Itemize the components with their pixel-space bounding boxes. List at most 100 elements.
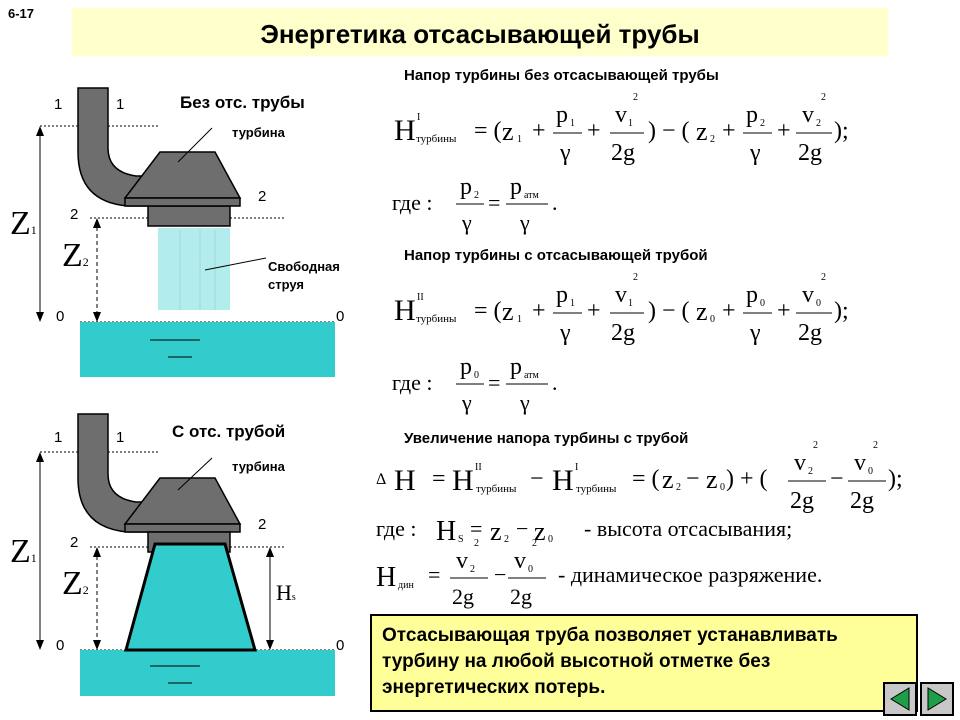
svg-text:−: − xyxy=(494,562,506,587)
jet-leader xyxy=(204,257,267,271)
title-banner xyxy=(72,8,888,56)
svg-text:γ: γ xyxy=(461,390,472,415)
mark-2-right: 2 xyxy=(258,188,267,205)
svg-text:γ: γ xyxy=(519,210,530,235)
back-arrow-icon xyxy=(890,687,910,711)
heading-section-1: Напор турбины без отсасывающей трубы xyxy=(404,67,719,84)
svg-text:H: H xyxy=(394,464,416,497)
svg-text:1: 1 xyxy=(517,134,522,145)
svg-text:+: + xyxy=(722,298,736,324)
svg-text:2g: 2g xyxy=(611,140,635,166)
svg-text:0: 0 xyxy=(710,314,715,325)
svg-text:+: + xyxy=(777,298,791,324)
label-turbine-top: турбина xyxy=(232,125,285,140)
svg-text:2g: 2g xyxy=(798,140,822,166)
svg-text:);: ); xyxy=(888,466,903,492)
svg-text:v: v xyxy=(514,548,526,574)
svg-text:2: 2 xyxy=(474,538,479,549)
svg-text:II: II xyxy=(475,462,482,473)
mark-2-left-b: 2 xyxy=(70,534,79,551)
next-slide-button[interactable] xyxy=(920,682,954,716)
svg-text:v: v xyxy=(615,102,627,128)
svg-text:+: + xyxy=(587,118,601,144)
svg-text:2: 2 xyxy=(710,134,715,145)
svg-text:) − (: ) − ( xyxy=(648,298,690,324)
svg-text:−: − xyxy=(530,466,544,492)
svg-text:где :: где : xyxy=(392,370,433,395)
svg-text:2: 2 xyxy=(470,564,475,575)
svg-text:=: = xyxy=(470,516,482,541)
svg-text:H: H xyxy=(394,294,416,327)
svg-text:1: 1 xyxy=(517,314,522,325)
diagram-with-draft-tube xyxy=(36,413,335,696)
svg-text:атм: атм xyxy=(524,190,540,201)
svg-text:1: 1 xyxy=(570,298,575,309)
svg-text:H: H xyxy=(376,562,396,593)
svg-text:2: 2 xyxy=(821,92,826,103)
svg-text:=: = xyxy=(488,370,500,395)
svg-text:.: . xyxy=(552,190,558,215)
prev-slide-button[interactable] xyxy=(883,682,917,716)
svg-text:=: = xyxy=(428,562,440,587)
svg-text:p: p xyxy=(746,282,758,308)
formula-hs: где : H S = z 2 − z 0 - высота отсасыван… xyxy=(376,516,792,547)
svg-text:2: 2 xyxy=(532,538,537,549)
svg-text:) − (: ) − ( xyxy=(648,118,690,144)
svg-text:где :: где : xyxy=(376,516,417,541)
svg-text:2: 2 xyxy=(676,482,681,493)
mark-2-right-b: 2 xyxy=(258,516,267,533)
svg-text:v: v xyxy=(802,282,814,308)
mark-1-right-b: 1 xyxy=(116,429,125,446)
svg-text:2: 2 xyxy=(633,272,638,283)
draft-tube xyxy=(124,542,257,652)
mark-0-right-b: 0 xyxy=(336,637,345,654)
svg-text:γ: γ xyxy=(749,320,761,346)
mark-0-left-b: 0 xyxy=(56,637,65,654)
heading-with-tube: С отс. трубой xyxy=(172,422,286,441)
svg-text:);: ); xyxy=(834,298,849,324)
svg-text:2g: 2g xyxy=(510,584,532,609)
mark-0-left: 0 xyxy=(56,308,65,325)
heading-section-2: Напор турбины с отсасывающей трубой xyxy=(404,247,708,264)
svg-text:турбины: турбины xyxy=(416,133,457,145)
svg-text:+: + xyxy=(777,118,791,144)
svg-text:−: − xyxy=(516,516,528,541)
svg-text:0: 0 xyxy=(720,482,725,493)
svg-text:=: = xyxy=(432,466,446,492)
svg-text:2: 2 xyxy=(808,466,813,477)
svg-text:турбины: турбины xyxy=(476,483,517,495)
svg-text:2: 2 xyxy=(474,190,479,201)
svg-text:1: 1 xyxy=(628,118,633,129)
svg-text:p: p xyxy=(460,354,472,380)
turbine-body xyxy=(123,151,242,199)
formula-2: H II турбины = ( z 1 + p 1 γ + v 1 2 2g … xyxy=(394,272,849,346)
svg-text:γ: γ xyxy=(559,140,571,166)
label-free-jet: Свободная струя xyxy=(268,259,340,292)
svg-text:v: v xyxy=(615,282,627,308)
mark-1-left-b: 1 xyxy=(54,429,63,446)
svg-text:2: 2 xyxy=(504,534,509,545)
svg-text:p: p xyxy=(460,174,472,200)
svg-text:= (: = ( xyxy=(632,466,660,492)
turbine-leader xyxy=(177,127,213,163)
svg-text:1: 1 xyxy=(628,298,633,309)
svg-text:2: 2 xyxy=(813,440,818,451)
svg-text:0: 0 xyxy=(868,466,873,477)
svg-text:0: 0 xyxy=(528,564,533,575)
svg-text:0: 0 xyxy=(816,298,821,309)
svg-text:z: z xyxy=(696,117,708,146)
svg-text:турбины: турбины xyxy=(576,483,617,495)
svg-text:Δ: Δ xyxy=(376,471,386,488)
svg-text:дин: дин xyxy=(398,580,414,591)
page-title: Энергетика отсасывающей трубы xyxy=(260,19,700,49)
svg-text:0: 0 xyxy=(474,370,479,381)
svg-text:p: p xyxy=(510,174,522,200)
svg-text:II: II xyxy=(417,292,424,303)
svg-text:0: 0 xyxy=(760,298,765,309)
svg-text:p: p xyxy=(556,282,568,308)
svg-text:z: z xyxy=(662,465,674,494)
heading-section-3: Увеличение напора турбины с трубой xyxy=(404,430,689,447)
label-turbine-bottom: турбина xyxy=(232,459,285,474)
svg-text:z: z xyxy=(706,465,718,494)
svg-text:H: H xyxy=(394,114,416,147)
